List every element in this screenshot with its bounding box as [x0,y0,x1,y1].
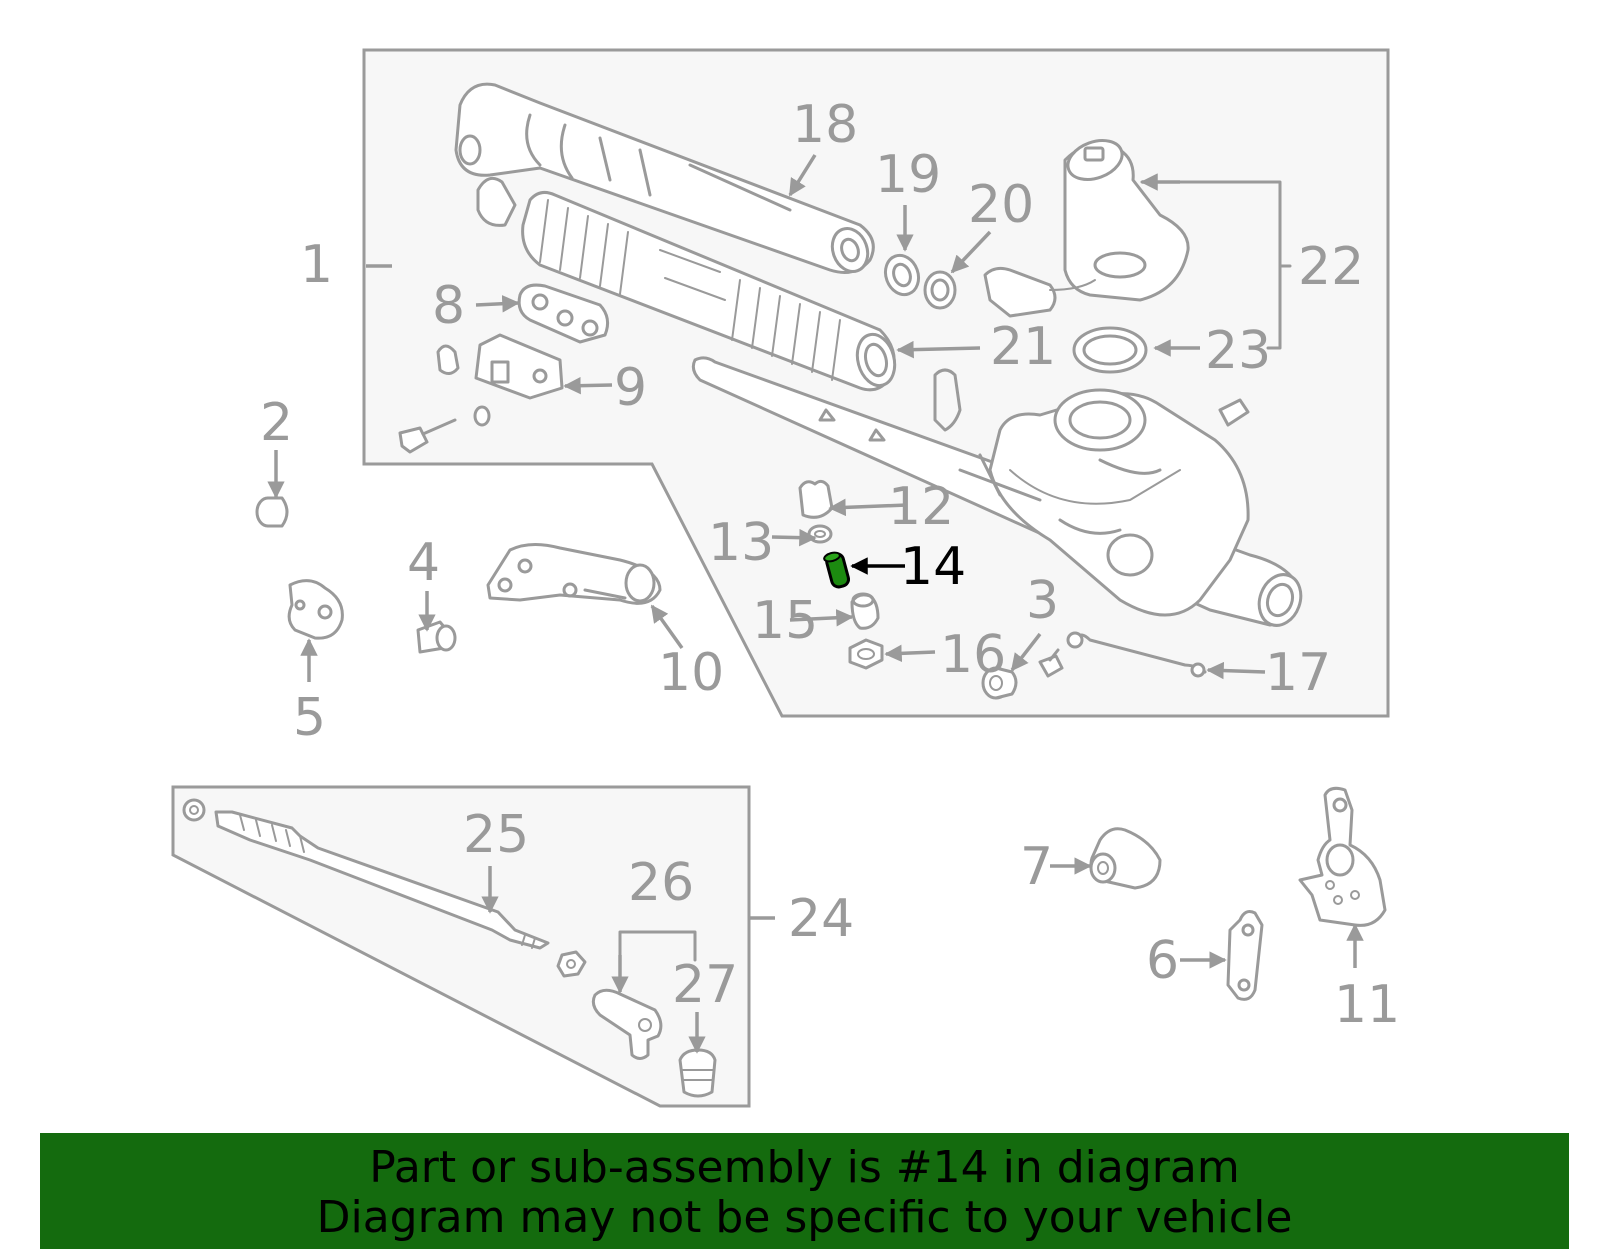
callout-26: 26 [628,853,694,913]
callout-15: 15 [752,591,818,651]
callout-5: 5 [293,688,326,748]
callout-1: 1 [300,235,333,295]
callout-24: 24 [788,889,854,949]
callout-25: 25 [463,805,529,865]
callout-20: 20 [968,175,1034,235]
callout-4: 4 [407,533,440,593]
part-27-boot[interactable] [678,1048,717,1098]
part-10-bracket[interactable] [486,543,662,605]
callout-7: 7 [1020,837,1053,897]
part-2-bushing[interactable] [255,496,289,528]
callout-13: 13 [708,513,774,573]
callout-27: 27 [672,955,738,1015]
callout-6: 6 [1146,931,1179,991]
callout-2: 2 [260,393,293,453]
part-5-bracket[interactable] [287,579,344,640]
callout-9: 9 [614,358,647,418]
part-15-guide[interactable] [850,592,880,630]
callout-19: 19 [875,145,941,205]
callout-16: 16 [940,625,1006,685]
banner-line-1: Part or sub-assembly is #14 in diagram [369,1142,1240,1193]
part-17-pipe[interactable] [1066,631,1207,678]
part-20-o-ring[interactable] [923,270,957,310]
part-8-bracket[interactable] [517,283,610,344]
part-16-nut[interactable] [848,638,884,670]
part-23-o-ring[interactable] [1072,326,1148,374]
part-4-bolt[interactable] [416,620,457,654]
callout-22: 22 [1298,237,1364,297]
part-21-boot[interactable] [476,176,900,392]
callout-3: 3 [1026,571,1059,631]
callout-18: 18 [792,95,858,155]
callout-12: 12 [888,477,954,537]
callout-21: 21 [990,317,1056,377]
callout-17: 17 [1265,643,1331,703]
part-7-mount[interactable] [1089,827,1162,890]
callout-10: 10 [658,643,724,703]
callout-14: 14 [900,537,966,597]
leader-lines [267,154,1364,1054]
banner-line-2: Diagram may not be specific to your vehi… [316,1192,1293,1243]
part-14-spring[interactable] [823,551,851,589]
callout-23: 23 [1205,321,1271,381]
part-11-bracket[interactable] [1298,786,1387,927]
part-1-gear-housing[interactable] [691,356,1307,631]
callout-11: 11 [1334,975,1400,1035]
part-12-plug[interactable] [798,479,834,519]
tie-rod-assembly-panel [171,785,751,1108]
part-18-housing[interactable] [454,82,875,276]
part-6-bracket[interactable] [1226,910,1264,1001]
part-3-bushing[interactable] [981,648,1064,700]
callout-8: 8 [432,276,465,336]
part-25-tie-rod[interactable] [182,798,587,978]
callouts: 1 2 3 4 5 6 7 8 9 10 11 12 13 14 15 16 1… [260,95,1400,1035]
part-info-banner: Part or sub-assembly is #14 in diagram D… [40,1133,1569,1249]
part-22-motor[interactable] [983,134,1190,318]
part-19-seal[interactable] [880,251,924,300]
part-9-mount[interactable] [398,333,564,454]
